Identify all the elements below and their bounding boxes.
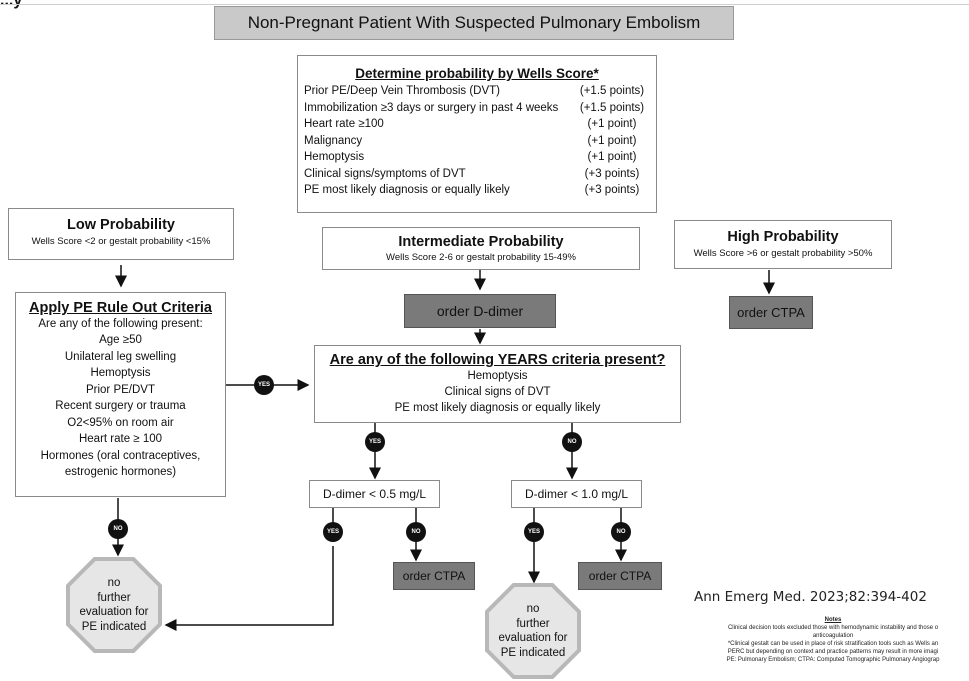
wells-criterion-label: Prior PE/Deep Vein Thrombosis (DVT): [304, 85, 500, 97]
high-probability-box: High Probability Wells Score >6 or gesta…: [674, 220, 892, 269]
no-further-evaluation-stop-sign: no further evaluation for PE indicated: [66, 557, 162, 653]
years-criterion: Hemoptysis: [467, 370, 528, 382]
order-ctpa-box-high: order CTPA: [729, 296, 813, 329]
order-ctpa-box: order CTPA: [578, 562, 662, 590]
yes-label: YES: [254, 375, 274, 395]
wells-criterion-points: (+1 point): [587, 151, 637, 163]
no-label: NO: [108, 519, 128, 539]
wells-criterion-points: (+1.5 points): [579, 101, 645, 114]
low-probability-desc: Wells Score <2 or gestalt probability <1…: [31, 236, 211, 247]
years-criterion: PE most likely diagnosis or equally like…: [394, 402, 601, 414]
perc-criterion: Heart rate ≥ 100: [78, 433, 163, 445]
yes-label: YES: [365, 432, 385, 452]
intermediate-probability-desc: Wells Score 2-6 or gestalt probability 1…: [386, 252, 576, 263]
notes-line: PE: Pulmonary Embolism; CTPA: Computed T…: [726, 657, 940, 663]
page-title: Non-Pregnant Patient With Suspected Pulm…: [214, 6, 734, 40]
perc-criterion: Hormones (oral contraceptives,: [40, 449, 201, 462]
high-probability-title: High Probability: [727, 229, 839, 245]
wells-criterion-label: Malignancy: [304, 134, 363, 147]
notes-line: anticoagulation: [812, 633, 854, 639]
notes-line: *Clinical gestalt can be used in place o…: [727, 641, 939, 647]
perc-subtitle: Are any of the following present:: [38, 318, 203, 330]
perc-criterion: O2<95% on room air: [67, 416, 174, 429]
perc-criterion: Recent surgery or trauma: [55, 400, 186, 412]
order-ctpa-box: order CTPA: [393, 562, 475, 590]
top-rule: [0, 4, 969, 5]
ddimer-threshold-low: D-dimer < 0.5 mg/L: [309, 480, 440, 508]
notes-line: PERC but depending on context and practi…: [727, 649, 939, 655]
wells-criterion-points: (+1 point): [587, 118, 637, 130]
wells-criterion: Hemoptysis (+1 point): [304, 149, 650, 166]
wells-criterion-label: PE most likely diagnosis or equally like…: [304, 184, 510, 196]
citation: Ann Emerg Med. 2023;82:394-402: [694, 589, 927, 605]
wells-criterion-points: (+3 points): [584, 184, 640, 196]
no-label: NO: [611, 522, 631, 542]
perc-criterion: estrogenic hormones): [64, 466, 177, 478]
low-probability-title: Low Probability: [67, 217, 175, 233]
perc-criterion: Prior PE/DVT: [85, 383, 155, 396]
intermediate-probability-box: Intermediate Probability Wells Score 2-6…: [322, 227, 640, 270]
wells-criterion-points: (+1.5 points): [579, 85, 645, 97]
partial-header-text: ...y: [0, 0, 23, 9]
wells-score-title: Determine probability by Wells Score*: [355, 66, 599, 81]
no-label: NO: [562, 432, 582, 452]
order-ddimer-box: order D-dimer: [404, 294, 556, 328]
years-criterion: Clinical signs of DVT: [444, 386, 551, 398]
yes-label: YES: [323, 522, 343, 542]
no-further-evaluation-text: no further evaluation for PE indicated: [70, 561, 158, 649]
high-probability-desc: Wells Score >6 or gestalt probability >5…: [693, 248, 873, 259]
ddimer-threshold-high: D-dimer < 1.0 mg/L: [511, 480, 642, 508]
wells-score-box: Determine probability by Wells Score* Pr…: [297, 55, 657, 213]
wells-criterion: Heart rate ≥100 (+1 point): [304, 116, 650, 133]
wells-criterion: Prior PE/Deep Vein Thrombosis (DVT) (+1.5…: [304, 83, 650, 100]
yes-label: YES: [524, 522, 544, 542]
perc-criterion: Hemoptysis: [90, 367, 151, 379]
no-further-evaluation-stop-sign: no further evaluation for PE indicated: [485, 583, 581, 679]
years-criteria-box: Are any of the following YEARS criteria …: [314, 345, 681, 423]
notes-title: Notes: [824, 617, 842, 623]
wells-criterion: Malignancy (+1 point): [304, 133, 650, 150]
perc-criterion: Unilateral leg swelling: [64, 350, 177, 363]
perc-criteria-box: Apply PE Rule Out Criteria Are any of th…: [15, 292, 226, 497]
intermediate-probability-title: Intermediate Probability: [398, 234, 564, 250]
wells-criterion: Clinical signs/symptoms of DVT (+3 points…: [304, 166, 650, 183]
wells-criterion-label: Clinical signs/symptoms of DVT: [304, 167, 466, 180]
wells-criterion-label: Heart rate ≥100: [304, 118, 384, 130]
wells-criterion-points: (+1 point): [587, 134, 637, 147]
notes-section: Notes Clinical decision tools excluded t…: [697, 616, 969, 664]
wells-criterion-points: (+3 points): [584, 167, 640, 180]
low-probability-box: Low Probability Wells Score <2 or gestal…: [8, 208, 234, 260]
wells-criterion-label: Hemoptysis: [304, 151, 365, 163]
perc-criterion: Age ≥50: [99, 334, 142, 346]
wells-criterion-label: Immobilization ≥3 days or surgery in pas…: [304, 101, 559, 114]
no-further-evaluation-text: no further evaluation for PE indicated: [489, 587, 577, 675]
notes-lines: Clinical decision tools excluded those w…: [697, 624, 969, 664]
perc-title: Apply PE Rule Out Criteria: [29, 300, 212, 316]
wells-criterion: PE most likely diagnosis or equally like…: [304, 182, 650, 199]
notes-line: Clinical decision tools excluded those w…: [727, 625, 939, 631]
wells-criteria-list: Prior PE/Deep Vein Thrombosis (DVT) (+1.5…: [304, 83, 650, 199]
no-label: NO: [406, 522, 426, 542]
years-title: Are any of the following YEARS criteria …: [329, 352, 666, 368]
wells-criterion: Immobilization ≥3 days or surgery in pas…: [304, 100, 650, 117]
